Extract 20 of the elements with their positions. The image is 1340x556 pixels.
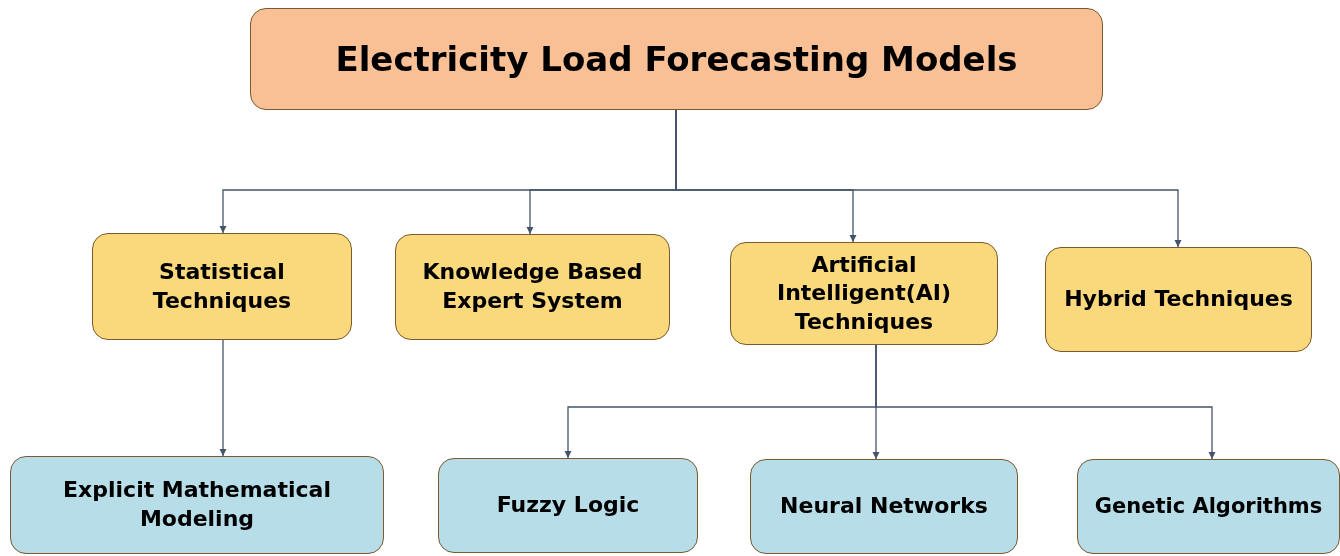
method-box — [1077, 459, 1340, 554]
node-label: Neural Networks — [780, 492, 988, 521]
category-box — [92, 233, 352, 340]
title-box — [250, 8, 1103, 110]
method-box — [438, 458, 698, 553]
arrow — [219, 339, 227, 457]
node-label: Knowledge Based Expert System — [421, 258, 644, 315]
method-box — [750, 459, 1018, 554]
node-label: Statistical Techniques — [151, 257, 293, 315]
node-label: Artificial Intelligent(AI) Techniques — [775, 250, 953, 336]
node-label: Fuzzy Logic — [496, 491, 640, 520]
category-box — [395, 234, 670, 340]
category-box — [1045, 247, 1312, 352]
method-box — [10, 456, 384, 554]
node-label: Hybrid Techniques — [1064, 285, 1293, 314]
node-label: Explicit Mathematical Modeling — [62, 476, 332, 533]
arrow — [875, 344, 1216, 460]
node-label: Electricity Load Forecasting Models — [335, 37, 1018, 81]
node-label: Genetic Algorithms — [1094, 492, 1323, 520]
category-box — [730, 242, 998, 345]
